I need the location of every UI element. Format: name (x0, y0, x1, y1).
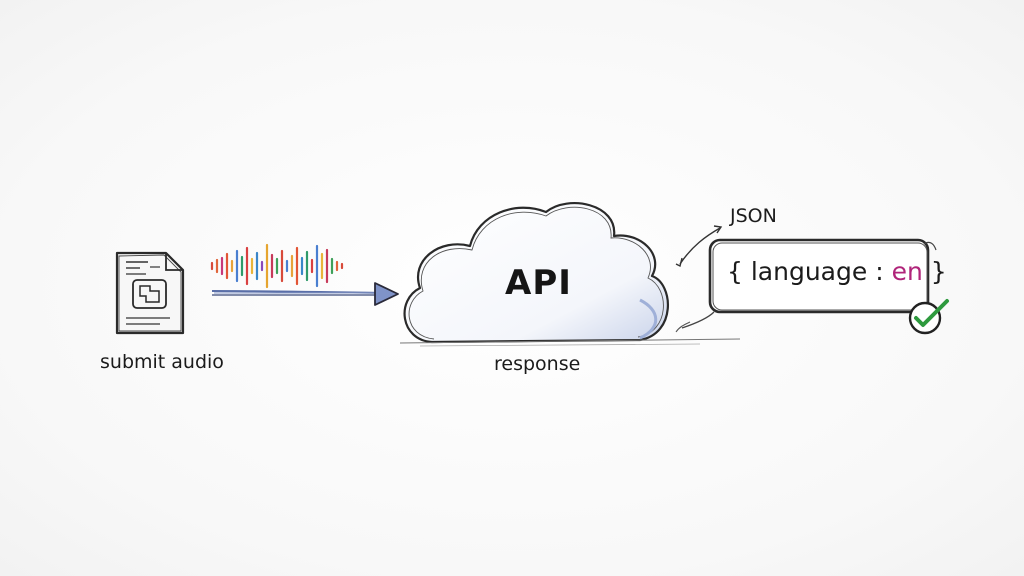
response-arrow (675, 225, 723, 333)
audio-file-icon (115, 251, 185, 335)
submit-arrow (211, 282, 399, 306)
response-label: response (494, 353, 581, 375)
json-value: en (891, 257, 923, 286)
audio-waveform (210, 243, 344, 289)
submit-audio-label: submit audio (100, 351, 224, 373)
json-label: JSON (730, 205, 777, 227)
check-circle-icon (908, 299, 949, 335)
json-separator: : (875, 257, 884, 286)
json-object-text: { language : en } (727, 257, 947, 286)
api-cloud (399, 202, 741, 347)
json-close-brace: } (930, 257, 947, 286)
json-key: language (750, 257, 868, 286)
json-open-brace: { (727, 257, 743, 286)
api-label: API (505, 263, 572, 303)
json-box (708, 238, 937, 314)
